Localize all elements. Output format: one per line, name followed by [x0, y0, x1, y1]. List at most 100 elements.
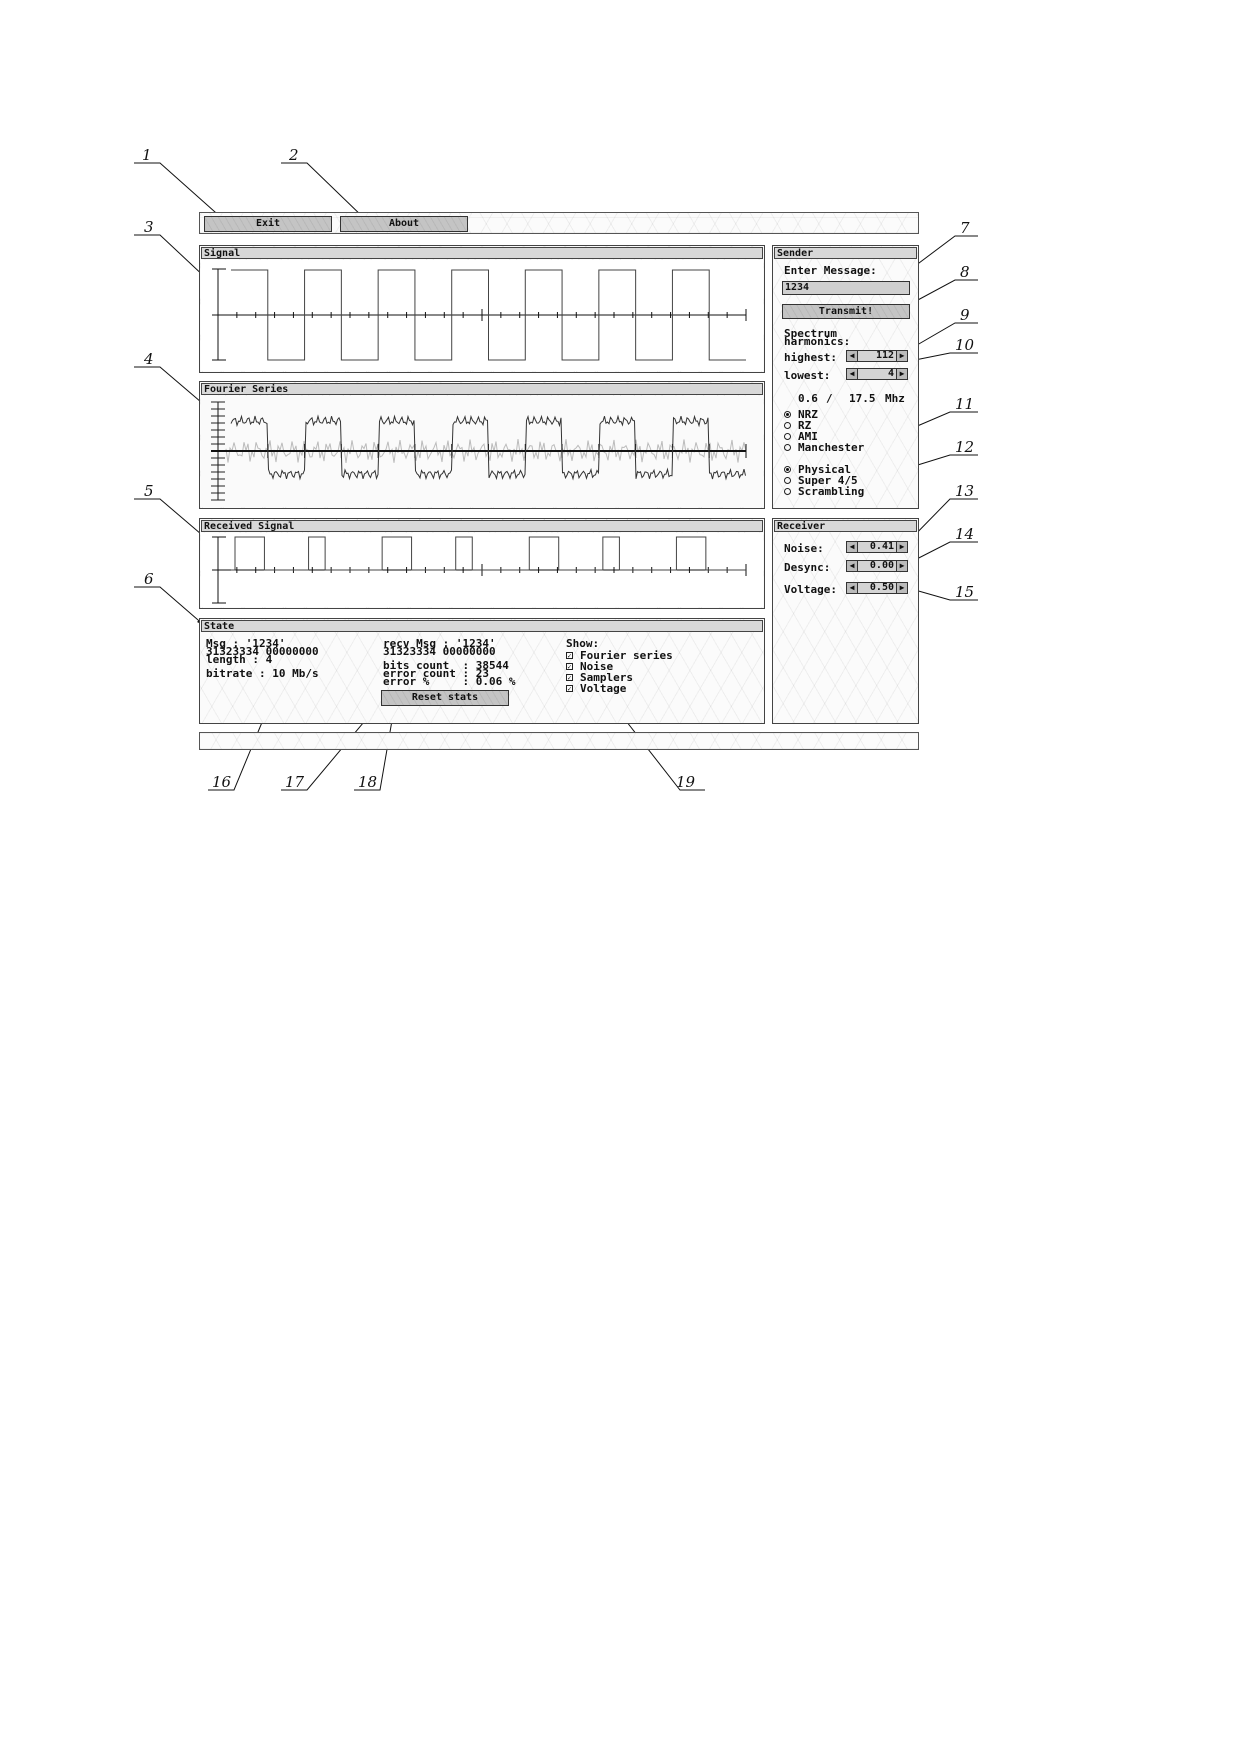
- callout-15: 15: [955, 583, 975, 601]
- sender-panel-title: Sender: [774, 247, 917, 259]
- show-voltage-label: Voltage: [580, 682, 627, 695]
- show-fourier-checkbox[interactable]: ✓: [566, 652, 573, 660]
- callout-4: 4: [144, 350, 154, 368]
- band-low: 0.6: [798, 392, 818, 405]
- lowest-spinner[interactable]: ◀ 4 ▶: [846, 368, 908, 380]
- about-button[interactable]: About: [340, 216, 468, 232]
- spectrum-label-1: Spectrum: [784, 327, 837, 340]
- message-input[interactable]: 1234: [782, 281, 910, 295]
- voltage-label: Voltage:: [784, 583, 837, 596]
- encoding-nrz-label: NRZ: [798, 408, 818, 421]
- fourier-plot: [201, 396, 763, 507]
- received-waveform: [231, 536, 746, 571]
- layer-scrambling-radio[interactable]: [784, 488, 791, 495]
- callout-13: 13: [955, 482, 975, 500]
- band-unit: Mhz: [885, 392, 905, 405]
- state-recv-msg: recv Msg : '1234': [383, 637, 496, 650]
- receiver-panel: Receiver: [772, 518, 919, 724]
- fourier-panel-title: Fourier Series: [201, 383, 763, 395]
- spectrum-label-2: harmonics:: [784, 335, 851, 348]
- layer-super45-radio[interactable]: [784, 477, 791, 484]
- highest-decrement-icon[interactable]: ◀: [847, 351, 858, 361]
- state-panel: State: [199, 618, 765, 724]
- desync-decrement-icon[interactable]: ◀: [847, 561, 858, 571]
- voltage-decrement-icon[interactable]: ◀: [847, 583, 858, 593]
- show-samplers-checkbox[interactable]: ✓: [566, 674, 573, 682]
- encoding-manchester-label: Manchester: [798, 441, 865, 454]
- signal-waveform: [231, 269, 746, 361]
- state-recv-hex: 31323334 00000000: [383, 645, 496, 658]
- callout-12: 12: [955, 438, 975, 456]
- noise-value: 0.41: [869, 541, 894, 552]
- desync-label: Desync:: [784, 561, 831, 574]
- fourier-graph: [211, 401, 747, 501]
- encoding-ami-label: AMI: [798, 430, 818, 443]
- highest-increment-icon[interactable]: ▶: [896, 351, 907, 361]
- callout-6: 6: [144, 570, 154, 588]
- callout-8: 8: [960, 263, 970, 281]
- noise-decrement-icon[interactable]: ◀: [847, 542, 858, 552]
- callout-3: 3: [144, 218, 154, 236]
- encoding-ami-radio[interactable]: [784, 433, 791, 440]
- received-panel-title: Received Signal: [201, 520, 763, 532]
- callout-17: 17: [285, 773, 305, 791]
- transmit-button[interactable]: Transmit!: [782, 304, 910, 319]
- highest-spinner[interactable]: ◀ 112 ▶: [846, 350, 908, 362]
- fourier-waveform: [230, 414, 746, 481]
- encoding-rz-radio[interactable]: [784, 422, 791, 429]
- state-panel-title: State: [201, 620, 763, 632]
- encoding-nrz-radio[interactable]: [784, 411, 791, 418]
- lowest-decrement-icon[interactable]: ◀: [847, 369, 858, 379]
- state-msg: Msg : '1234': [206, 637, 286, 650]
- state-bits-count: bits count : 38544: [383, 659, 509, 672]
- state-error-pct: error % : 0.06 %: [383, 675, 516, 688]
- callout-16: 16: [212, 773, 232, 791]
- callout-5: 5: [144, 482, 154, 500]
- receiver-panel-title: Receiver: [774, 520, 917, 532]
- callout-9: 9: [960, 306, 970, 324]
- desync-increment-icon[interactable]: ▶: [896, 561, 907, 571]
- show-noise-checkbox[interactable]: ✓: [566, 663, 573, 671]
- bottom-status-bar: [199, 732, 919, 750]
- noise-label: Noise:: [784, 542, 824, 555]
- callout-1: 1: [142, 146, 152, 164]
- callout-10: 10: [955, 336, 975, 354]
- desync-spinner[interactable]: ◀ 0.00 ▶: [846, 560, 908, 572]
- show-noise-label: Noise: [580, 660, 614, 673]
- noise-increment-icon[interactable]: ▶: [896, 542, 907, 552]
- signal-plot: [201, 260, 763, 371]
- received-plot: [201, 533, 763, 607]
- state-bitrate: bitrate : 10 Mb/s: [206, 667, 319, 680]
- lowest-label: lowest:: [784, 369, 831, 382]
- voltage-spinner[interactable]: ◀ 0.50 ▶: [846, 582, 908, 594]
- encoding-rz-label: RZ: [798, 419, 812, 432]
- state-length: length : 4: [206, 653, 273, 666]
- state-error-count: error count : 23: [383, 667, 489, 680]
- show-samplers-label: Samplers: [580, 671, 633, 684]
- band-high: 17.5: [849, 392, 876, 405]
- received-signal-graph: [212, 536, 747, 604]
- layer-super45-label: Super 4/5: [798, 474, 858, 487]
- callout-7: 7: [960, 219, 970, 237]
- layer-physical-label: Physical: [798, 463, 851, 476]
- lowest-value: 4: [887, 368, 894, 379]
- layer-physical-radio[interactable]: [784, 466, 791, 473]
- highest-value: 112: [875, 350, 894, 361]
- exit-button[interactable]: Exit: [204, 216, 332, 232]
- layer-scrambling-label: Scrambling: [798, 485, 865, 498]
- enter-message-label: Enter Message:: [784, 264, 877, 277]
- desync-value: 0.00: [869, 560, 894, 571]
- noise-spinner[interactable]: ◀ 0.41 ▶: [846, 541, 908, 553]
- lowest-increment-icon[interactable]: ▶: [896, 369, 907, 379]
- fourier-panel: Fourier Series: [199, 381, 765, 509]
- reset-stats-button[interactable]: Reset stats: [381, 690, 509, 706]
- signal-panel-title: Signal: [201, 247, 763, 259]
- show-voltage-checkbox[interactable]: ✓: [566, 685, 573, 693]
- state-msg-hex: 31323334 00000000: [206, 645, 319, 658]
- encoding-manchester-radio[interactable]: [784, 444, 791, 451]
- callout-18: 18: [358, 773, 378, 791]
- received-panel: Received Signal: [199, 518, 765, 609]
- voltage-increment-icon[interactable]: ▶: [896, 583, 907, 593]
- callout-2: 2: [289, 146, 299, 164]
- signal-panel: Signal: [199, 245, 765, 373]
